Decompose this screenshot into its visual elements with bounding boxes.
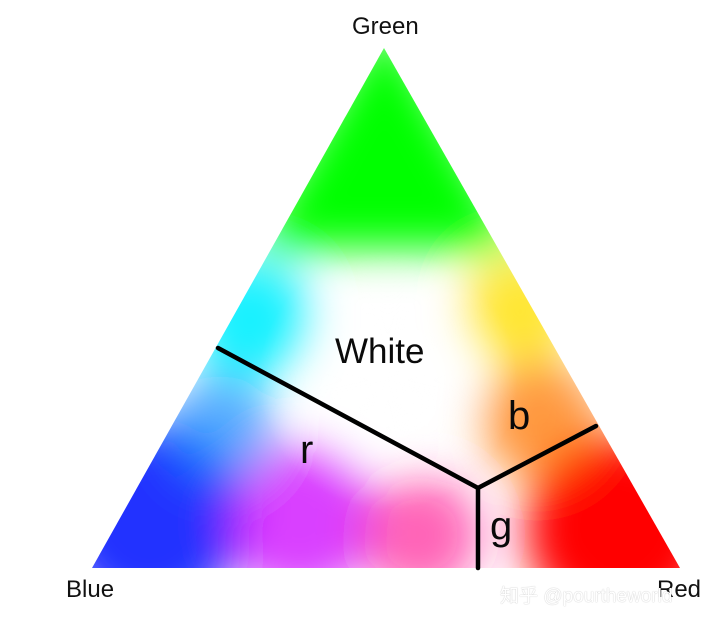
region-label-g: g — [490, 504, 513, 548]
vertex-label-green: Green — [352, 13, 419, 40]
divider-line-left — [215, 345, 481, 491]
region-label-r: r — [300, 428, 314, 472]
watermark: 知乎 @pourtheworld — [500, 586, 673, 607]
triangle-fill — [92, 48, 680, 568]
region-label-white: White — [335, 332, 425, 371]
region-label-b: b — [508, 394, 531, 438]
vertex-label-red: Red — [657, 576, 702, 603]
divider-lines — [215, 345, 599, 571]
divider-line-right — [475, 423, 599, 491]
vertex-label-blue: Blue — [66, 576, 115, 603]
